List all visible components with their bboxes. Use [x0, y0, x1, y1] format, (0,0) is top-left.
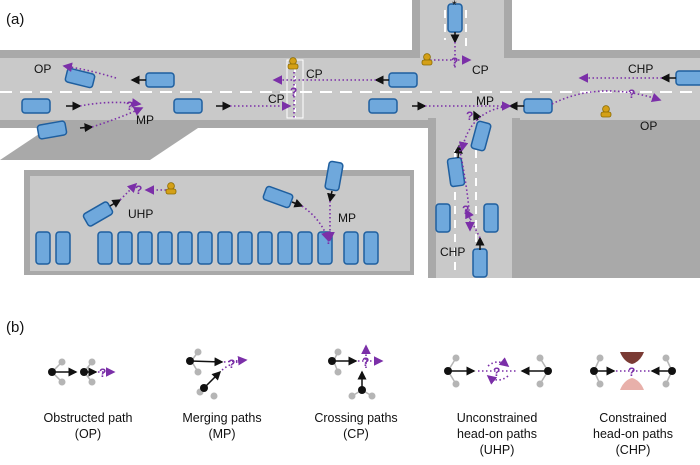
panel-b-label: (b): [6, 319, 24, 336]
label-cp-top: CP: [472, 63, 489, 77]
svg-text:?: ?: [451, 55, 458, 69]
label-cp-lower: CP: [268, 92, 285, 106]
lane-markings: [0, 10, 700, 270]
caption-uhp-line1: Unconstrained: [457, 411, 538, 425]
schematic-uhp: ?: [444, 354, 552, 388]
constraint-top-icon: [620, 352, 644, 364]
label-mp-left: MP: [136, 113, 154, 127]
svg-text:?: ?: [126, 99, 133, 113]
label-uhp: UHP: [128, 207, 153, 221]
uncertainty-marks: ? ? ? ? ? ? ? ?: [126, 55, 635, 247]
caption-op-line1: Obstructed path: [44, 411, 133, 425]
panel-a-label: (a): [6, 11, 24, 28]
schematic-cp: ?: [328, 344, 384, 400]
caption-cp-line2: (CP): [343, 427, 369, 441]
caption-cp-line1: Crossing paths: [314, 411, 397, 425]
svg-text:?: ?: [325, 233, 332, 247]
candidate-paths: [62, 42, 662, 242]
caption-chp-line2: head-on paths: [593, 427, 673, 441]
schematic-chp: ?: [590, 352, 676, 390]
svg-text:?: ?: [628, 87, 635, 101]
svg-text:?: ?: [290, 85, 297, 99]
schematic-mp: ?: [186, 348, 248, 400]
constraint-bottom-icon: [620, 378, 644, 390]
label-mp-lot: MP: [338, 211, 356, 225]
label-chp-bottom: CHP: [440, 245, 465, 259]
label-mp-center: MP: [476, 94, 494, 108]
heading-arrows: [66, 32, 676, 250]
caption-mp-line2: (MP): [208, 427, 235, 441]
svg-text:?: ?: [628, 365, 635, 379]
label-op-right: OP: [640, 119, 657, 133]
caption-uhp-line3: (UHP): [480, 443, 515, 457]
svg-text:?: ?: [462, 203, 469, 217]
caption-mp-line1: Merging paths: [182, 411, 261, 425]
caption-op-line2: (OP): [75, 427, 101, 441]
svg-text:?: ?: [99, 366, 106, 380]
caption-chp-line1: Constrained: [599, 411, 666, 425]
schematic-op: ?: [48, 358, 116, 386]
svg-text:?: ?: [228, 357, 235, 371]
label-op-left: OP: [34, 62, 51, 76]
svg-text:?: ?: [493, 365, 500, 379]
label-cp-upper: CP: [306, 67, 323, 81]
caption-chp-line3: (CHP): [616, 443, 651, 457]
scenario-labels: OP MP CP CP CP MP CHP OP UHP MP CHP *: [34, 0, 657, 259]
captions: Obstructed path (OP) Merging paths (MP) …: [44, 411, 673, 457]
label-chp-right: CHP: [628, 62, 653, 76]
svg-text:?: ?: [135, 183, 142, 197]
caption-uhp-line2: head-on paths: [457, 427, 537, 441]
svg-text:?: ?: [466, 109, 473, 123]
label-star: *: [452, 0, 457, 12]
svg-text:?: ?: [362, 355, 369, 369]
